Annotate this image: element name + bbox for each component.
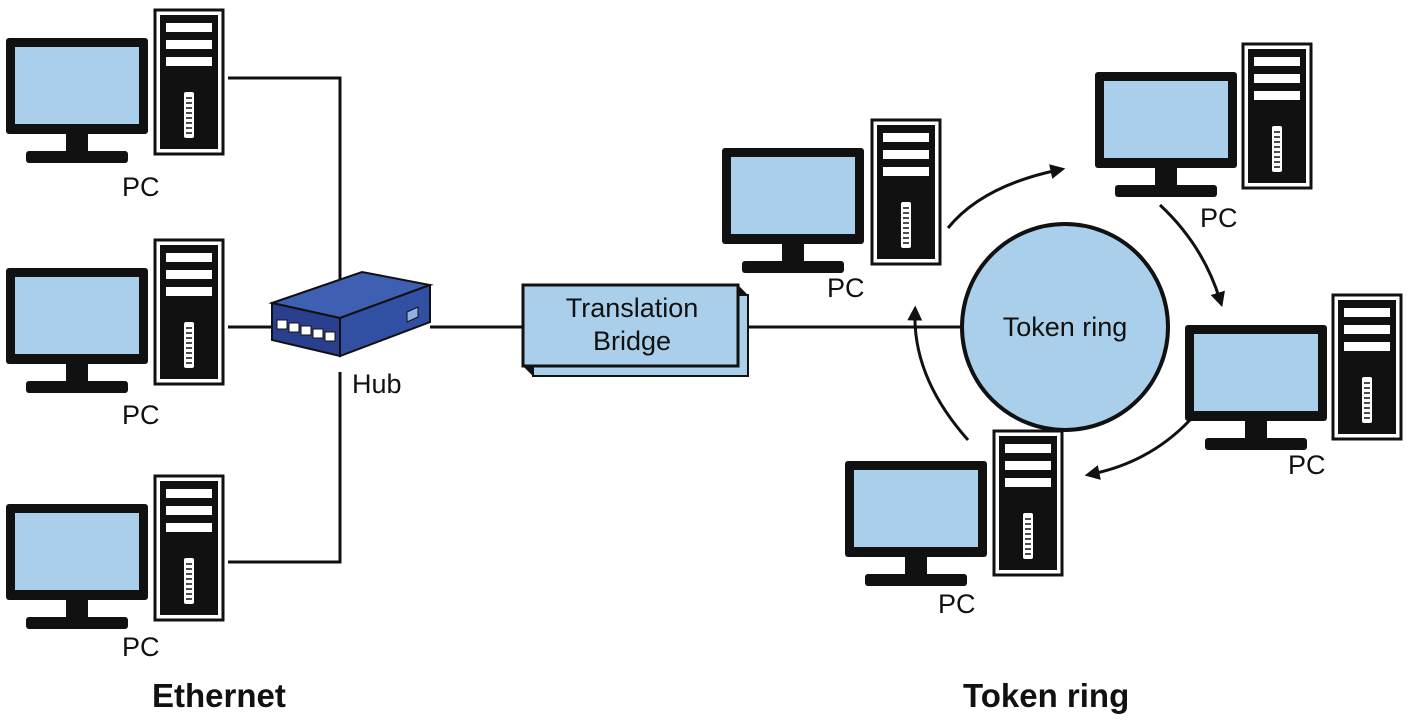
ring-arrow-right [1158,203,1225,308]
pc-label: PC [122,172,160,202]
hub-icon[interactable] [268,270,434,358]
ring-arrow-left [907,305,970,441]
hub-label: Hub [352,369,402,399]
ring-flow-arrows [907,164,1225,480]
token-ring-circle[interactable]: Token ring [960,222,1170,432]
token-ring-title: Token ring [963,677,1129,714]
pc-label: PC [827,273,865,303]
ethernet-pc-2[interactable]: PC [6,238,225,430]
monitor-icon [845,461,987,586]
tower-icon [870,118,942,266]
ring-pc-3[interactable]: PC [1185,293,1403,480]
bridge-label-line2: Bridge [593,326,671,356]
monitor-icon [1095,72,1237,197]
tower-icon [153,8,225,156]
tower-icon [1331,293,1403,441]
ring-pc-2[interactable]: PC [1095,42,1313,233]
token-ring-label: Token ring [1003,312,1128,342]
ring-arrow-top [946,164,1066,229]
pc-label: PC [122,632,160,662]
monitor-icon [6,268,148,393]
ethernet-wiring [228,76,342,564]
pc-label: PC [1200,203,1238,233]
ethernet-pc-3[interactable]: PC [6,474,225,662]
translation-bridge[interactable]: Translation Bridge [521,283,749,377]
ring-pc-1[interactable]: PC [722,118,942,303]
monitor-icon [722,148,864,273]
ethernet-pc-1[interactable]: PC [6,8,225,202]
tower-icon [992,429,1064,577]
tower-icon [153,474,225,622]
pc-label: PC [1288,450,1326,480]
ring-arrow-bottom [1084,418,1192,480]
monitor-icon [1185,325,1327,450]
bridge-label-line1: Translation [566,293,699,323]
ethernet-title: Ethernet [152,677,286,714]
ring-pc-4[interactable]: PC [845,429,1064,619]
pc-label: PC [122,400,160,430]
tower-icon [153,238,225,386]
tower-icon [1241,42,1313,190]
pc-label: PC [938,589,976,619]
monitor-icon [6,504,148,629]
monitor-icon [6,38,148,163]
